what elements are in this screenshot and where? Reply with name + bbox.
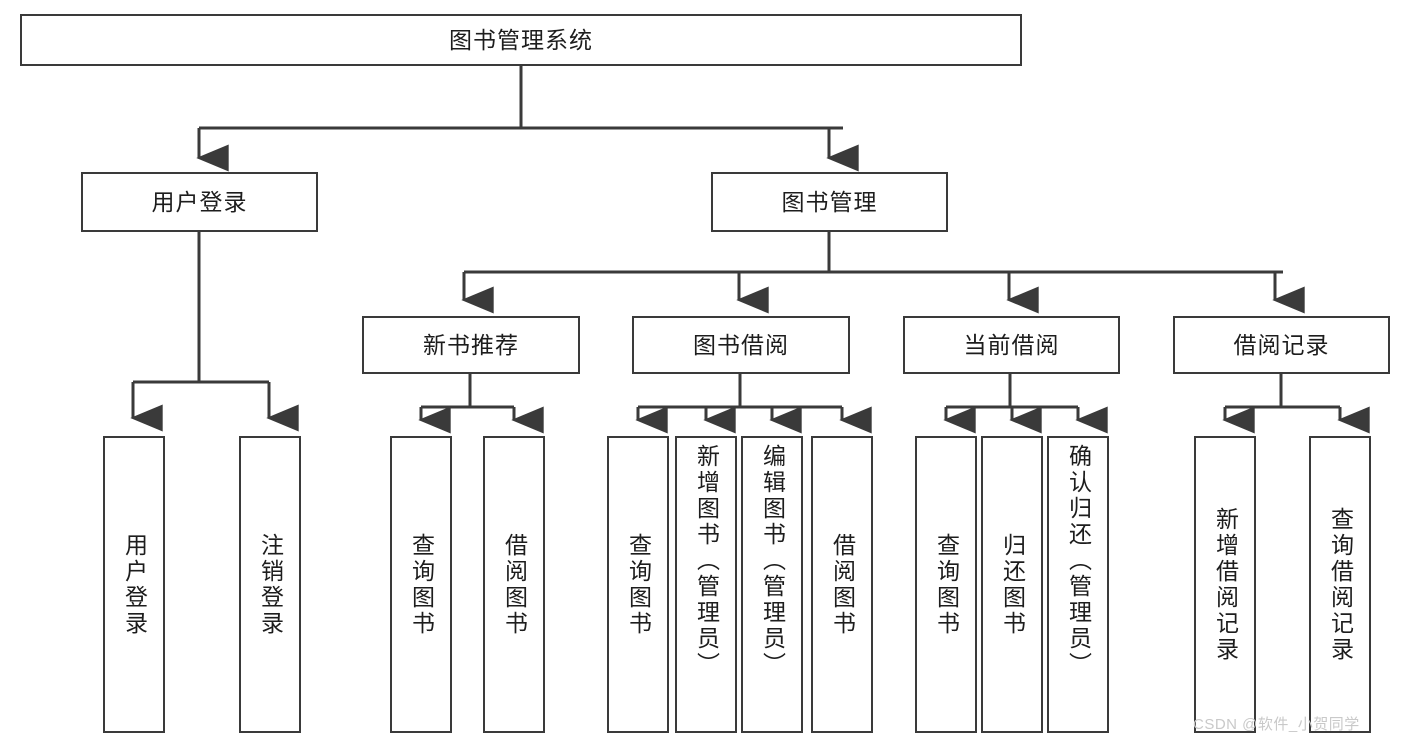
- node-label: 当前借阅: [963, 331, 1060, 358]
- leaf-book-borrow-edit-book-admin[interactable]: 编辑图书（管理员）: [741, 436, 803, 733]
- node-label: 新增借阅记录: [1212, 506, 1239, 663]
- node-label: 图书管理系统: [449, 26, 593, 53]
- node-label: 查询借阅记录: [1327, 506, 1354, 663]
- node-label: 新增图书（管理员）: [693, 444, 720, 678]
- node-label: 注销登录: [257, 532, 284, 637]
- node-user-login[interactable]: 用户登录: [81, 172, 318, 232]
- leaf-book-borrow-query-book[interactable]: 查询图书: [607, 436, 669, 733]
- leaf-user-login-login[interactable]: 用户登录: [103, 436, 165, 733]
- node-label: 用户登录: [121, 532, 148, 637]
- node-label: 查询图书: [625, 532, 652, 637]
- node-label: 借阅记录: [1233, 331, 1330, 358]
- node-label: 新书推荐: [423, 331, 519, 358]
- node-label: 用户登录: [151, 188, 248, 215]
- node-label: 确认归还（管理员）: [1065, 444, 1092, 678]
- leaf-book-borrow-borrow-book[interactable]: 借阅图书: [811, 436, 873, 733]
- leaf-borrow-records-query-record[interactable]: 查询借阅记录: [1309, 436, 1371, 733]
- node-label: 查询图书: [933, 532, 960, 637]
- node-root-book-management-system[interactable]: 图书管理系统: [20, 14, 1022, 66]
- leaf-new-book-query-book[interactable]: 查询图书: [390, 436, 452, 733]
- node-label: 借阅图书: [501, 532, 528, 637]
- node-label: 图书管理: [781, 188, 878, 215]
- leaf-current-borrow-query-book[interactable]: 查询图书: [915, 436, 977, 733]
- leaf-current-borrow-confirm-return-admin[interactable]: 确认归还（管理员）: [1047, 436, 1109, 733]
- node-borrow-records[interactable]: 借阅记录: [1173, 316, 1390, 374]
- node-label: 编辑图书（管理员）: [759, 444, 786, 678]
- node-label: 图书借阅: [693, 331, 789, 358]
- leaf-user-login-logout[interactable]: 注销登录: [239, 436, 301, 733]
- leaf-book-borrow-add-book-admin[interactable]: 新增图书（管理员）: [675, 436, 737, 733]
- node-new-book-recommend[interactable]: 新书推荐: [362, 316, 580, 374]
- leaf-current-borrow-return-book[interactable]: 归还图书: [981, 436, 1043, 733]
- node-label: 归还图书: [999, 532, 1026, 637]
- node-book-borrow[interactable]: 图书借阅: [632, 316, 850, 374]
- node-book-management[interactable]: 图书管理: [711, 172, 948, 232]
- watermark: CSDN @软件_小贺同学: [1193, 716, 1360, 733]
- leaf-new-book-borrow-book[interactable]: 借阅图书: [483, 436, 545, 733]
- node-label: 借阅图书: [829, 532, 856, 637]
- node-current-borrow[interactable]: 当前借阅: [903, 316, 1120, 374]
- node-label: 查询图书: [408, 532, 435, 637]
- leaf-borrow-records-add-record[interactable]: 新增借阅记录: [1194, 436, 1256, 733]
